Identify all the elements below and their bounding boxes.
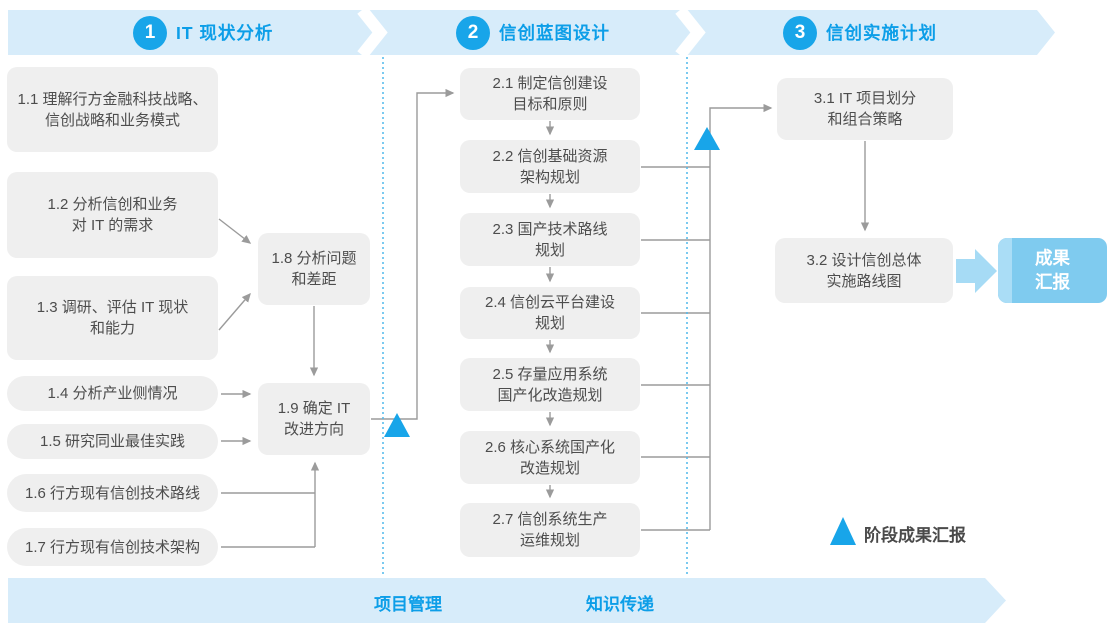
milestone-triangle-phase-1 [384, 413, 410, 437]
step-1-8-line1: 1.8 分析问题 [271, 250, 357, 267]
step-1-3: 1.3 调研、评估 IT 现状 和能力 [7, 276, 218, 360]
step-2-7-line2: 运维规划 [519, 532, 580, 549]
step-2-1-line2: 目标和原则 [512, 96, 588, 113]
phase-banner [8, 10, 1055, 55]
step-2-5: 2.5 存量应用系统 国产化改造规划 [460, 358, 640, 411]
step-3-2: 3.2 设计信创总体 实施路线图 [775, 238, 953, 303]
result-box-accent-strip [998, 238, 1012, 303]
step-1-2: 1.2 分析信创和业务 对 IT 的需求 [7, 172, 218, 258]
footer-label-project-management: 项目管理 [374, 595, 442, 614]
step-3-1-line1: 3.1 IT 项目划分 [813, 90, 917, 107]
phase-1-number-badge: 1 [133, 15, 167, 50]
phase-3-number-badge: 3 [783, 15, 817, 50]
footer-label-knowledge-transfer: 知识传递 [586, 595, 654, 614]
arrow-1-9-to-2-1 [371, 88, 455, 420]
step-1-6-line1: 1.6 行方现有信创技术路线 [24, 484, 201, 502]
step-2-2-line1: 2.2 信创基础资源 [492, 147, 608, 165]
step-2-4-line2: 规划 [534, 315, 565, 332]
step-2-6: 2.6 核心系统国产化 改造规划 [460, 431, 640, 484]
step-2-1-line1: 2.1 制定信创建设 [492, 75, 608, 92]
phase-3-label: 信创实施计划 [826, 23, 937, 43]
phase-2-label: 信创蓝图设计 [499, 23, 610, 43]
step-1-5-line1: 1.5 研究同业最佳实践 [39, 433, 186, 450]
arrow-collector-to-3-1 [709, 103, 773, 530]
step-2-5-line1: 2.5 存量应用系统 [492, 365, 608, 383]
step-1-7-line1: 1.7 行方现有信创技术架构 [24, 538, 201, 556]
phase-1-label: IT 现状分析 [176, 23, 274, 43]
step-1-4-line1: 1.4 分析产业侧情况 [47, 385, 178, 402]
step-1-5: 1.5 研究同业最佳实践 [7, 424, 218, 459]
milestone-triangle-phase-2 [694, 127, 720, 150]
step-2-3-line1: 2.3 国产技术路线 [492, 220, 608, 238]
step-3-2-line2: 实施路线图 [826, 272, 902, 290]
step-2-3-line2: 规划 [534, 241, 565, 259]
result-box-text: 成果 汇报 [998, 238, 1107, 303]
step-2-6-line2: 改造规划 [519, 459, 580, 477]
step-2-2-line2: 架构规划 [519, 168, 580, 186]
step-2-3: 2.3 国产技术路线 规划 [460, 213, 640, 266]
footer-banner [8, 578, 1006, 623]
step-1-8-line2: 和差距 [291, 271, 337, 288]
phase-2-number-badge: 2 [456, 15, 490, 50]
arrow-1-3-to-1-8 [218, 292, 251, 331]
step-1-1: 1.1 理解行方金融科技战略、 信创战略和业务模式 [7, 67, 218, 152]
step-1-3-line2: 和能力 [89, 320, 135, 337]
phase-3-header: 3 信创实施计划 [783, 10, 937, 55]
step-1-1-line1: 1.1 理解行方金融科技战略、 [17, 90, 208, 108]
step-1-2-line1: 1.2 分析信创和业务 [47, 196, 178, 213]
step-2-4-line1: 2.4 信创云平台建设 [484, 294, 616, 311]
result-box-line2: 汇报 [1035, 271, 1070, 292]
step-3-2-line1: 3.2 设计信创总体 [806, 251, 922, 269]
step-1-2-line2: 对 IT 的需求 [71, 217, 154, 234]
step-2-1: 2.1 制定信创建设 目标和原则 [460, 68, 640, 120]
result-arrow [956, 249, 997, 293]
result-report-box: 成果 汇报 [998, 238, 1107, 303]
phase-2-header: 2 信创蓝图设计 [456, 10, 610, 55]
step-2-7: 2.7 信创系统生产 运维规划 [460, 503, 640, 557]
legend-triangle-icon [830, 517, 856, 545]
step-2-5-line2: 国产化改造规划 [497, 386, 603, 404]
phase-1-header: 1 IT 现状分析 [133, 10, 273, 55]
result-box-line1: 成果 [1035, 247, 1070, 268]
step-2-2: 2.2 信创基础资源 架构规划 [460, 140, 640, 193]
arrow-1-2-to-1-8 [218, 218, 252, 244]
step-1-3-line1: 1.3 调研、评估 IT 现状 [36, 299, 189, 316]
step-1-7: 1.7 行方现有信创技术架构 [7, 528, 218, 566]
step-1-6: 1.6 行方现有信创技术路线 [7, 474, 218, 512]
step-2-7-line1: 2.7 信创系统生产 [492, 511, 608, 528]
step-1-9-line2: 改进方向 [283, 421, 344, 438]
step-1-1-line2: 信创战略和业务模式 [44, 111, 180, 129]
step-1-9: 1.9 确定 IT 改进方向 [258, 383, 370, 455]
step-1-4: 1.4 分析产业侧情况 [7, 376, 218, 411]
step-2-4: 2.4 信创云平台建设 规划 [460, 287, 640, 339]
step-2-6-line1: 2.6 核心系统国产化 [484, 438, 616, 456]
legend-label: 阶段成果汇报 [864, 526, 966, 545]
step-1-9-line1: 1.9 确定 IT [277, 400, 351, 417]
step-1-8: 1.8 分析问题 和差距 [258, 233, 370, 305]
step-3-1-line2: 和组合策略 [827, 111, 903, 128]
step-3-1: 3.1 IT 项目划分 和组合策略 [777, 78, 953, 140]
